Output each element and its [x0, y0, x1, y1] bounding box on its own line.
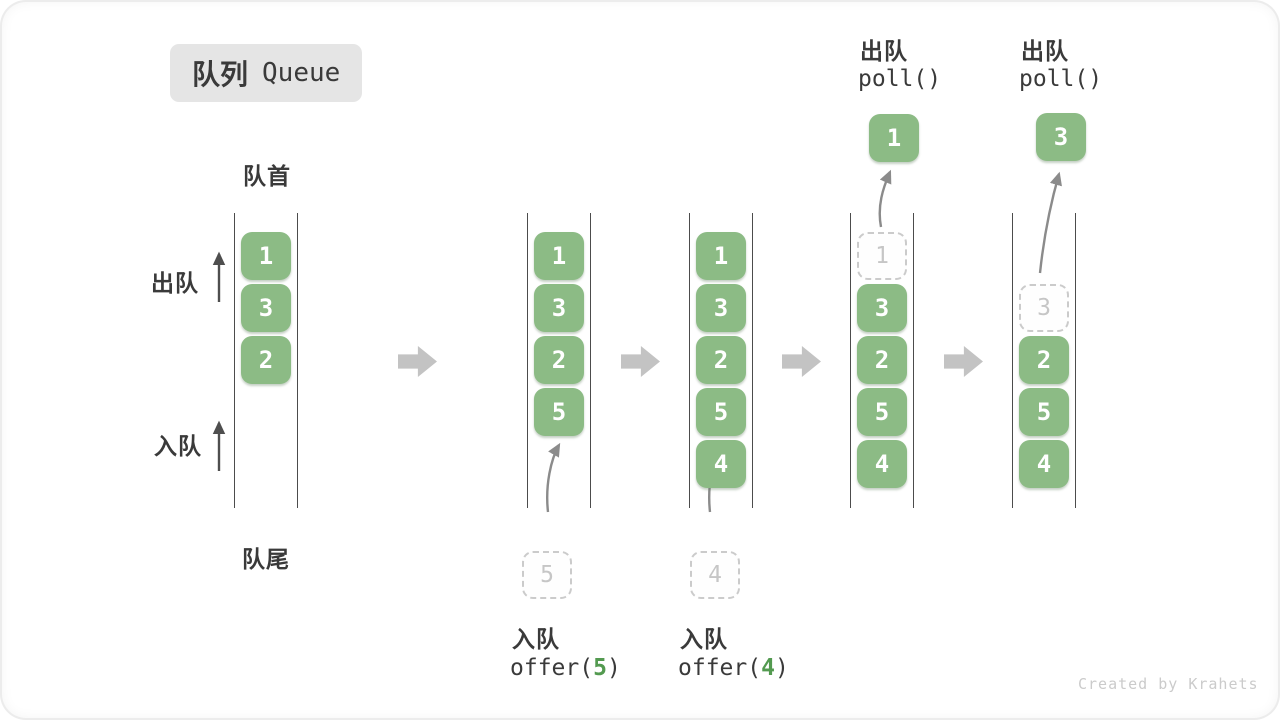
queue-element: 3	[857, 284, 907, 332]
label-queue-rear: 队尾	[242, 546, 290, 572]
transition-arrow-icon	[398, 346, 437, 377]
transition-arrow-icon	[621, 346, 660, 377]
op-enqueue-label: 入队	[680, 626, 728, 652]
op-dequeue-code: poll()	[858, 66, 942, 92]
queue-state-5: 3 2 5 4	[1012, 213, 1076, 508]
label-queue-front: 队首	[243, 163, 291, 189]
op-dequeue-code: poll()	[1019, 66, 1103, 92]
title-box: 队列 Queue	[170, 44, 363, 102]
queue-element: 2	[696, 336, 746, 384]
polled-element: 3	[1036, 113, 1086, 161]
queue-element: 3	[241, 284, 291, 332]
watermark-credit: Created by Krahets	[1078, 675, 1259, 693]
queue-element: 4	[1019, 440, 1069, 488]
queue-element: 1	[696, 232, 746, 280]
queue-element: 2	[1019, 336, 1069, 384]
label-enqueue-side: 入队	[154, 433, 202, 459]
queue-element: 5	[534, 388, 584, 436]
title-english: Queue	[262, 58, 341, 88]
code-arg: 5	[593, 655, 607, 681]
label-dequeue-side: 出队	[151, 270, 199, 296]
queue-element: 4	[696, 440, 746, 488]
incoming-element-ghost: 5	[522, 551, 572, 599]
queue-element: 3	[696, 284, 746, 332]
removed-element-ghost: 3	[1019, 284, 1069, 332]
queue-element: 2	[241, 336, 291, 384]
code-fn: offer(	[510, 655, 594, 681]
incoming-element-ghost: 4	[690, 551, 740, 599]
queue-element: 2	[534, 336, 584, 384]
op-enqueue-code: offer(5)	[510, 655, 621, 681]
queue-state-2: 1 3 2 5	[527, 213, 591, 508]
code-close: )	[606, 655, 621, 681]
queue-state-3: 1 3 2 5 4	[689, 213, 753, 508]
title-chinese: 队列	[192, 59, 249, 90]
queue-element: 1	[241, 232, 291, 280]
op-dequeue-label: 出队	[860, 38, 908, 64]
queue-element: 4	[857, 440, 907, 488]
queue-state-4: 1 3 2 5 4	[850, 213, 914, 508]
op-dequeue-label: 出队	[1021, 38, 1069, 64]
op-enqueue-code: offer(4)	[678, 655, 789, 681]
queue-element: 5	[857, 388, 907, 436]
code-arg: 4	[761, 655, 775, 681]
transition-arrow-icon	[782, 346, 821, 377]
queue-element: 3	[534, 284, 584, 332]
queue-element: 2	[857, 336, 907, 384]
transition-arrow-icon	[944, 346, 983, 377]
queue-state-1: 1 3 2	[234, 213, 298, 508]
queue-element: 5	[696, 388, 746, 436]
code-close: )	[774, 655, 789, 681]
op-enqueue-label: 入队	[512, 626, 560, 652]
code-fn: offer(	[678, 655, 762, 681]
removed-element-ghost: 1	[857, 232, 907, 280]
queue-element: 1	[534, 232, 584, 280]
empty-slot	[1019, 232, 1069, 280]
queue-element: 5	[1019, 388, 1069, 436]
polled-element: 1	[869, 114, 919, 162]
